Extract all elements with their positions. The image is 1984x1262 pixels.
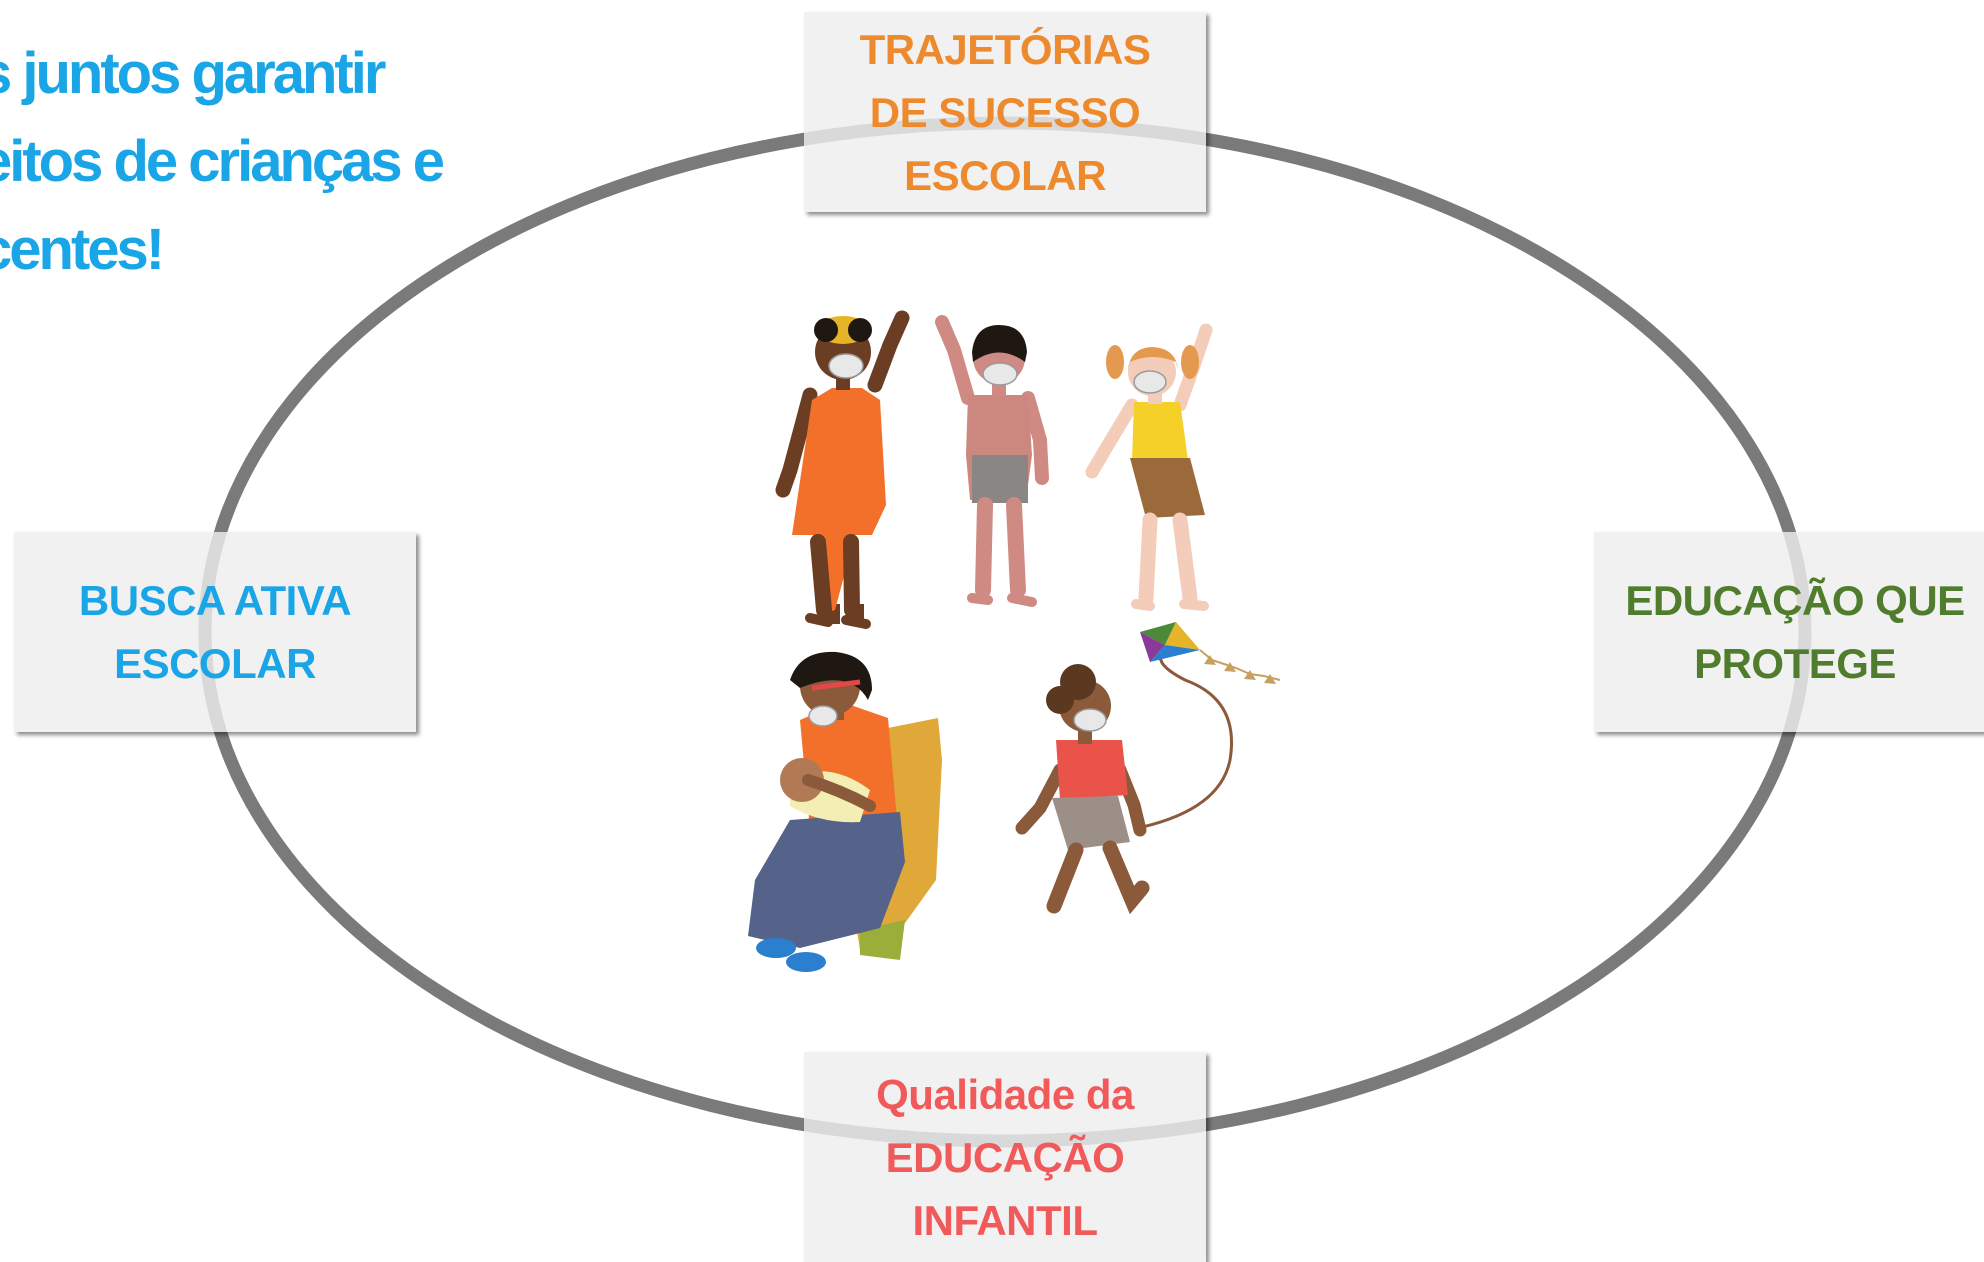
child-waving-icon [935, 315, 1049, 607]
node-qualidade-educacao-infantil: Qualidade da EDUCAÇÃO INFANTIL [804, 1052, 1206, 1262]
girl-orange-dress-icon [775, 310, 910, 629]
node-bottom-line-1: Qualidade da [876, 1070, 1134, 1118]
node-educacao-que-protege: EDUCAÇÃO QUE PROTEGE [1594, 532, 1984, 732]
node-busca-ativa-escolar: BUSCA ATIVA ESCOLAR [14, 532, 416, 732]
node-left-line-1: BUSCA ATIVA [78, 577, 352, 624]
kite-icon [1140, 622, 1281, 684]
node-top-line-3: ESCOLAR [904, 151, 1106, 199]
headline-line-1: s juntos garantir [0, 41, 386, 106]
node-top-line-1: TRAJETÓRIAS [859, 25, 1151, 73]
mother-breastfeeding-icon [748, 651, 942, 972]
cycle-ring [198, 116, 1812, 1148]
child-with-kite-icon [1015, 622, 1281, 915]
node-bottom-line-3: INFANTIL [912, 1196, 1098, 1244]
node-left-line-2: ESCOLAR [114, 640, 316, 687]
headline-line-2: eitos de crianças e [0, 129, 445, 194]
children-and-family-illustration [748, 310, 1281, 972]
headline-line-3: centes! [0, 217, 165, 282]
node-right-line-2: PROTEGE [1694, 640, 1896, 687]
node-top-line-2: DE SUCESSO [869, 88, 1141, 136]
node-bottom-line-2: EDUCAÇÃO [885, 1133, 1125, 1181]
node-trajetorias-sucesso-escolar: TRAJETÓRIAS DE SUCESSO ESCOLAR [804, 12, 1206, 212]
node-right-line-1: EDUCAÇÃO QUE [1625, 577, 1965, 624]
girl-yellow-top-icon [1085, 323, 1213, 611]
headline: s juntos garantir eitos de crianças e ce… [0, 30, 500, 294]
